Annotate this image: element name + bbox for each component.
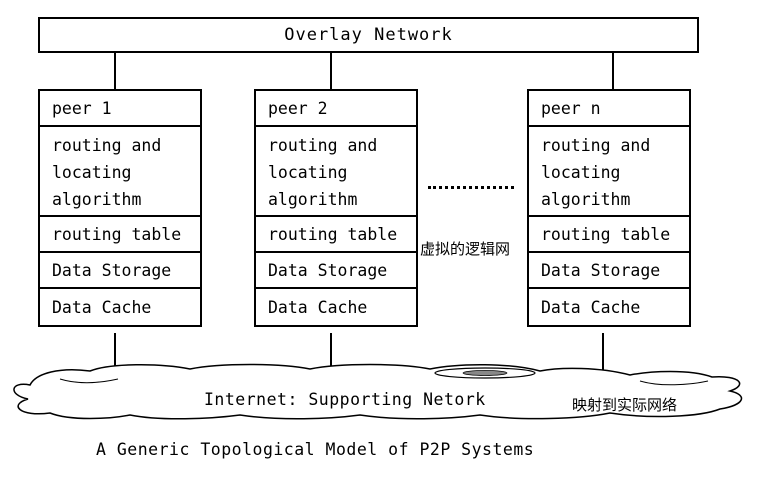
cloud-outline — [13, 363, 743, 420]
cloud-disc-inner — [462, 370, 508, 376]
routing-table: routing table — [529, 217, 689, 253]
data-cache: Data Cache — [268, 297, 368, 317]
routing-locating-algorithm: routing and locating algorithm — [40, 127, 200, 217]
virtual-network-label: 虚拟的逻辑网 — [420, 240, 511, 258]
mapping-label: 映射到实际网络 — [572, 396, 678, 414]
peer-box-1: peer 1 routing and locating algorithm ro… — [38, 89, 202, 327]
overlay-network-label: Overlay Network — [284, 25, 453, 45]
data-storage: Data Storage — [256, 253, 416, 289]
routing-table: routing table — [256, 217, 416, 253]
figure-caption: A Generic Topological Model of P2P Syste… — [96, 440, 535, 459]
data-storage: Data Storage — [40, 253, 200, 289]
peer-box-2: peer 2 routing and locating algorithm ro… — [254, 89, 418, 327]
peer-box-n: peer n routing and locating algorithm ro… — [527, 89, 691, 327]
internet-label: Internet: Supporting Netork — [204, 390, 486, 409]
connector-overlay-peer-2 — [330, 53, 332, 91]
data-storage: Data Storage — [529, 253, 689, 289]
connector-overlay-peer-n — [612, 53, 614, 91]
connector-peer-n-internet — [602, 333, 604, 373]
peer-title: peer 1 — [40, 91, 200, 127]
peer-title: peer 2 — [256, 91, 416, 127]
data-cache: Data Cache — [52, 297, 152, 317]
internet-cloud — [13, 363, 743, 420]
routing-table: routing table — [40, 217, 200, 253]
routing-locating-algorithm: routing and locating algorithm — [529, 127, 689, 217]
connector-peer-2-internet — [330, 333, 332, 375]
connector-peer-1-internet — [114, 333, 116, 379]
connector-overlay-peer-1 — [114, 53, 116, 91]
routing-locating-algorithm: routing and locating algorithm — [256, 127, 416, 217]
peer-title: peer n — [529, 91, 689, 127]
cloud-inner-curve — [59, 378, 709, 386]
overlay-network-box: Overlay Network — [38, 17, 699, 53]
ellipsis-dots — [428, 186, 514, 189]
data-cache: Data Cache — [541, 297, 641, 317]
